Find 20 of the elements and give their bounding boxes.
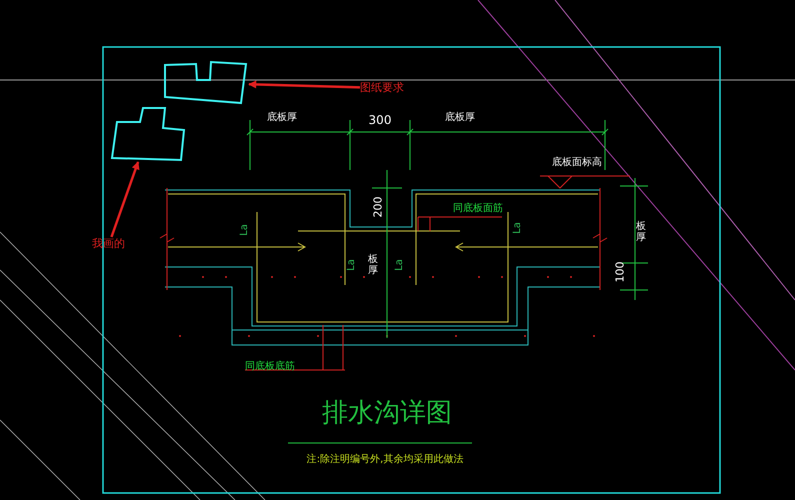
dimension-value: 200	[372, 196, 384, 218]
dimension-value: 100	[614, 262, 626, 282]
callout-text: 我画的	[92, 237, 126, 251]
anchorage-label: La	[240, 224, 250, 236]
dimension-label: 板厚	[636, 221, 646, 243]
arrow	[110, 161, 140, 238]
dimension-value: 300	[368, 114, 392, 126]
rebar-note: 同底板底筋	[245, 362, 295, 372]
dimension-label: 底板厚	[445, 113, 475, 123]
arrow	[248, 80, 360, 89]
anchorage-label: La	[395, 259, 405, 271]
dimension-label: 板厚	[368, 254, 378, 276]
callout-text: 图纸要求	[360, 81, 406, 95]
dimension-label: 底板厚	[267, 113, 297, 123]
elevation-label: 底板面标高	[552, 158, 602, 168]
note: 注:除注明编号外,其余均采用此做法	[306, 455, 464, 465]
anchorage-label: La	[513, 222, 523, 234]
anchorage-label: La	[347, 259, 357, 271]
rebar-note: 同底板面筋	[453, 204, 503, 214]
drawing-title: 排水沟详图	[322, 400, 452, 426]
